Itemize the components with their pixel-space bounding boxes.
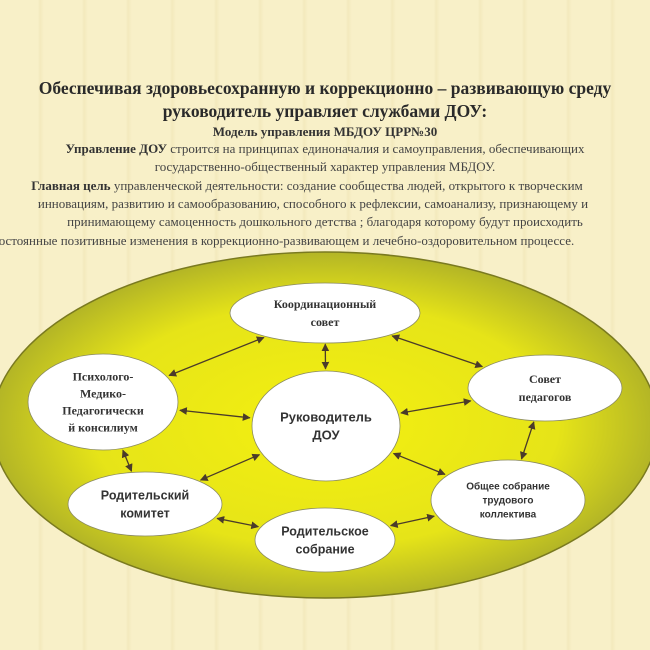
node-label: совет (311, 315, 340, 329)
paragraph-2-line-3: принимающему самоценность дошкольного де… (67, 214, 583, 229)
arrow-teachers-staff_meeting (520, 421, 536, 460)
subtitle: Модель управления МБДОУ ЦРР№30 (212, 124, 438, 139)
node-coord: Координационный совет (229, 282, 421, 344)
arrow-coord-teachers (391, 334, 484, 369)
node-ellipse (251, 370, 401, 482)
paragraph-1-line-1: Управление ДОУ строится на принципах еди… (0, 141, 650, 157)
node-label: Родительский (101, 488, 189, 502)
node-label: ДОУ (312, 428, 340, 443)
node-label: собрание (295, 542, 354, 556)
title-line-1: Обеспечивая здоровьесохранную и коррекци… (38, 78, 612, 98)
node-ellipse (430, 459, 586, 541)
paragraph-2-line-2: инновациям, развитию и самообразованию, … (37, 196, 589, 211)
node-ellipse (229, 282, 421, 344)
arrow-coord-psych (168, 336, 265, 377)
node-label: трудового (483, 496, 534, 507)
node-label: коллектива (480, 510, 537, 521)
node-teachers: Совет педагогов (467, 354, 623, 422)
arrow-parent_committee-parent_meeting (216, 515, 260, 530)
node-label: комитет (120, 506, 170, 520)
node-parent_meeting: Родительское собрание (254, 507, 396, 573)
paragraph-1-line-2: государственно-общественный характер упр… (154, 159, 496, 174)
node-ellipse (67, 471, 223, 537)
node-label: Совет (529, 372, 561, 386)
para2-text: управленческой деятельности: создание со… (110, 178, 583, 193)
paragraph-2-line-1: Главная цель управленческой деятельности… (0, 178, 642, 194)
node-label: Психолого- (73, 370, 134, 384)
node-ellipse (467, 354, 623, 422)
node-parent_committee: Родительский комитет (67, 471, 223, 537)
node-label: Общее собрание (466, 481, 550, 493)
arrow-psych-head (179, 407, 251, 421)
node-label: й консилиум (68, 421, 138, 435)
para1-text: строится на принципах единоначалия и сам… (167, 141, 585, 156)
para1-bold: Управление ДОУ (65, 141, 168, 156)
node-psych: Психолого- Медико- Педагогически й консилиу… (27, 353, 179, 451)
node-ellipse (27, 353, 179, 451)
node-label: Координационный (274, 297, 377, 311)
title-line-2: руководитель управляет службами ДОУ: (162, 101, 488, 121)
paragraph-2-line-4: постоянные позитивные изменения в коррек… (0, 233, 575, 248)
node-staff_meeting: Общее собрание трудового коллектива (430, 459, 586, 541)
arrow-head-staff_meeting (392, 452, 446, 476)
arrow-head-teachers (400, 398, 472, 416)
node-label: Медико- (80, 387, 126, 401)
arrow-parent_meeting-staff_meeting (389, 513, 435, 528)
node-ellipse (254, 507, 396, 573)
para2-bold: Главная цель (31, 178, 111, 193)
arrow-head-parent_committee (199, 453, 261, 481)
node-label: Педагогически (62, 404, 144, 418)
node-label: педагогов (519, 390, 572, 404)
arrow-psych-parent_committee (121, 449, 133, 472)
node-label: Руководитель (280, 410, 372, 425)
node-label: Родительское (281, 524, 368, 538)
